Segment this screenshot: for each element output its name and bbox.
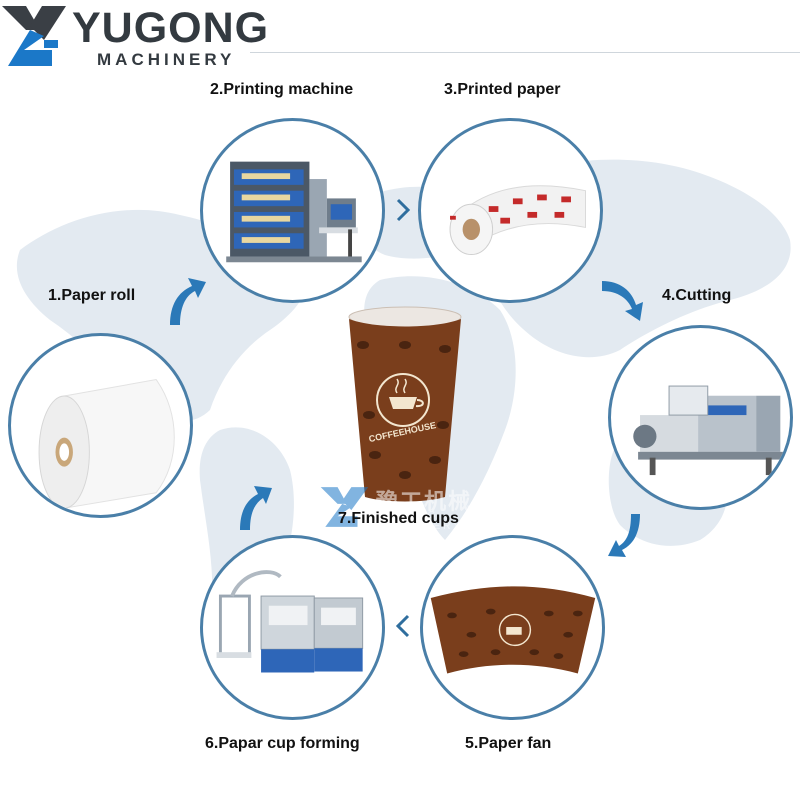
paper-roll-icon [38, 379, 175, 509]
brand-logo: YUGONG MACHINERY [0, 0, 268, 72]
brand-subtitle: MACHINERY [97, 50, 236, 69]
step-label-cup-forming: 6.Papar cup forming [205, 735, 360, 752]
brand-name: YUGONG [72, 4, 270, 52]
watermark-logo-icon [320, 487, 369, 527]
arrow-down-left-icon [608, 514, 640, 557]
arrow-down-right-icon [602, 281, 643, 321]
step-circle-printing-machine [200, 118, 385, 303]
arrow-up-right-icon-2 [240, 486, 272, 530]
step-circle-printed-paper [418, 118, 603, 303]
step-circle-cutting [608, 325, 793, 510]
step-circle-paper-fan [420, 535, 605, 720]
chevron-left-icon [395, 614, 410, 638]
chevron-right-icon [396, 198, 411, 222]
cutting-machine-icon [633, 385, 784, 476]
step-label-paper-fan: 5.Paper fan [465, 735, 552, 752]
step-circle-paper-roll [8, 333, 193, 518]
yugong-logo-icon [2, 6, 66, 66]
step-label-cutting: 4.Cutting [662, 287, 732, 304]
step-label-paper-roll: 1.Paper roll [48, 287, 136, 304]
printing-machine-icon [226, 161, 362, 263]
header-divider [250, 52, 800, 53]
paper-fan-icon [430, 586, 596, 674]
watermark-english-text: YUGONG MACHINERY [376, 510, 463, 532]
finished-cup-image: COFFEEHOUSE [348, 306, 462, 502]
watermark-chinese-text: 豫工机械 [376, 489, 473, 514]
step-label-finished-cups: 7.Finished cups [338, 510, 459, 527]
step-label-printing-machine: 2.Printing machine [210, 81, 354, 98]
printed-paper-icon [449, 185, 586, 256]
arrow-up-right-icon [170, 278, 206, 325]
watermark: 豫工机械 YUGONG MACHINERY [318, 484, 498, 532]
step-circle-cup-forming [200, 535, 385, 720]
cup-forming-machine-icon [216, 570, 364, 673]
step-label-printed-paper: 3.Printed paper [444, 81, 561, 98]
